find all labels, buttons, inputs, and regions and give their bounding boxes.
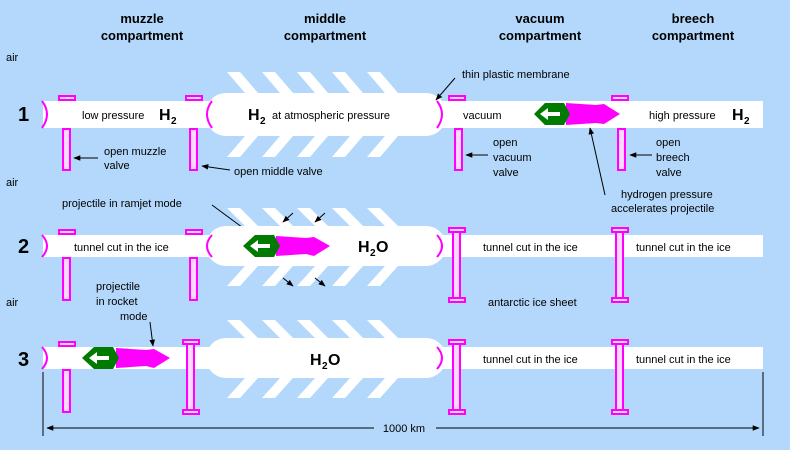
header-middle-line1: middle <box>304 11 346 26</box>
valves-row1 <box>58 95 629 171</box>
expansion-slots-row2 <box>227 208 398 286</box>
vacuum-label: vacuum <box>463 110 502 122</box>
header-middle-line2: compartment <box>284 28 367 43</box>
middle-bulge-row1 <box>206 93 446 136</box>
header-vacuum-line2: compartment <box>499 28 582 43</box>
h2-middle-sub: 2 <box>260 116 266 127</box>
header-vacuum-line1: vacuum <box>515 11 564 26</box>
projectile-row3 <box>82 347 170 369</box>
water-o-row2: O <box>376 239 388 256</box>
open-vacuum-label-2: vacuum <box>493 152 532 164</box>
inflow-arrows-row2 <box>282 212 326 287</box>
open-vacuum-label-3: valve <box>493 167 519 179</box>
expansion-slots-row1 <box>227 72 398 157</box>
water-h-row3: H <box>310 352 322 369</box>
rocket-label-2: in rocket <box>96 296 138 308</box>
direction-arrow-icon <box>89 352 109 364</box>
header-breech-line1: breech <box>672 11 715 26</box>
distance-label: 1000 km <box>383 423 425 435</box>
row-number-2: 2 <box>18 236 29 258</box>
h2-middle-h: H <box>248 107 260 124</box>
header-muzzle-line1: muzzle <box>120 11 163 26</box>
open-vacuum-label-1: open <box>493 137 517 149</box>
row-3: H 2 O tunnel cut in the ice tunnel cut i… <box>41 320 763 415</box>
open-muzzle-label-1: open muzzle <box>104 146 166 158</box>
open-breech-label-2: breech <box>656 152 690 164</box>
tunnel-label-row2-vacuum: tunnel cut in the ice <box>483 242 578 254</box>
air-label-2: air <box>6 177 19 189</box>
direction-arrow-icon <box>250 240 270 252</box>
open-muzzle-label-2: valve <box>104 160 130 172</box>
open-middle-label: open middle valve <box>234 166 323 178</box>
water-o-row3: O <box>328 352 340 369</box>
membranes-row1 <box>41 100 443 129</box>
h2-breech-h: H <box>732 107 744 124</box>
projectile-row1 <box>534 103 620 125</box>
header-breech-line2: compartment <box>652 28 735 43</box>
tunnel-label-row3-vacuum: tunnel cut in the ice <box>483 354 578 366</box>
expansion-slots-row3 <box>227 320 398 398</box>
h2-muzzle-h: H <box>159 107 171 124</box>
tunnel-label-row3-breech: tunnel cut in the ice <box>636 354 731 366</box>
row-number-3: 3 <box>18 349 29 371</box>
ice-sheet-label: antarctic ice sheet <box>488 297 577 309</box>
hydrogen-pressure-label-1: hydrogen pressure <box>621 189 713 201</box>
h2-muzzle-sub: 2 <box>171 116 177 127</box>
ramjet-label: projectile in ramjet mode <box>62 198 182 210</box>
membranes-row3 <box>41 346 443 370</box>
rocket-label-1: projectile <box>96 281 140 293</box>
air-label-3: air <box>6 297 19 309</box>
water-sub-row2: 2 <box>370 248 376 259</box>
middle-bulge-row3 <box>206 338 446 378</box>
valves-row3 <box>58 339 629 415</box>
row-2: tunnel cut in the ice H 2 O tunnel cut i… <box>41 208 763 303</box>
open-breech-label-3: valve <box>656 167 682 179</box>
tunnel-label-row2-muzzle: tunnel cut in the ice <box>74 242 169 254</box>
open-breech-label-1: open <box>656 137 680 149</box>
h2-breech-sub: 2 <box>744 116 750 127</box>
atmospheric-label: at atmospheric pressure <box>272 110 390 122</box>
valves-row2 <box>58 227 629 303</box>
water-sub-row3: 2 <box>322 361 328 372</box>
scale-bar <box>42 372 764 436</box>
direction-arrow-icon <box>540 108 560 120</box>
low-pressure-label: low pressure <box>82 110 144 122</box>
row-1: low pressure H 2 H 2 at atmospheric pres… <box>41 72 763 171</box>
membranes-row2 <box>41 234 443 258</box>
header-muzzle-line2: compartment <box>101 28 184 43</box>
thin-membrane-label: thin plastic membrane <box>462 69 570 81</box>
air-label-1: air <box>6 52 19 64</box>
hydrogen-pressure-label-2: accelerates projectile <box>611 203 714 215</box>
row-number-1: 1 <box>18 104 29 126</box>
projectile-row2 <box>243 235 330 257</box>
water-h-row2: H <box>358 239 370 256</box>
rocket-label-3: mode <box>120 311 148 323</box>
leader-lines <box>73 77 652 347</box>
high-pressure-label: high pressure <box>649 110 716 122</box>
tunnel-label-row2-breech: tunnel cut in the ice <box>636 242 731 254</box>
